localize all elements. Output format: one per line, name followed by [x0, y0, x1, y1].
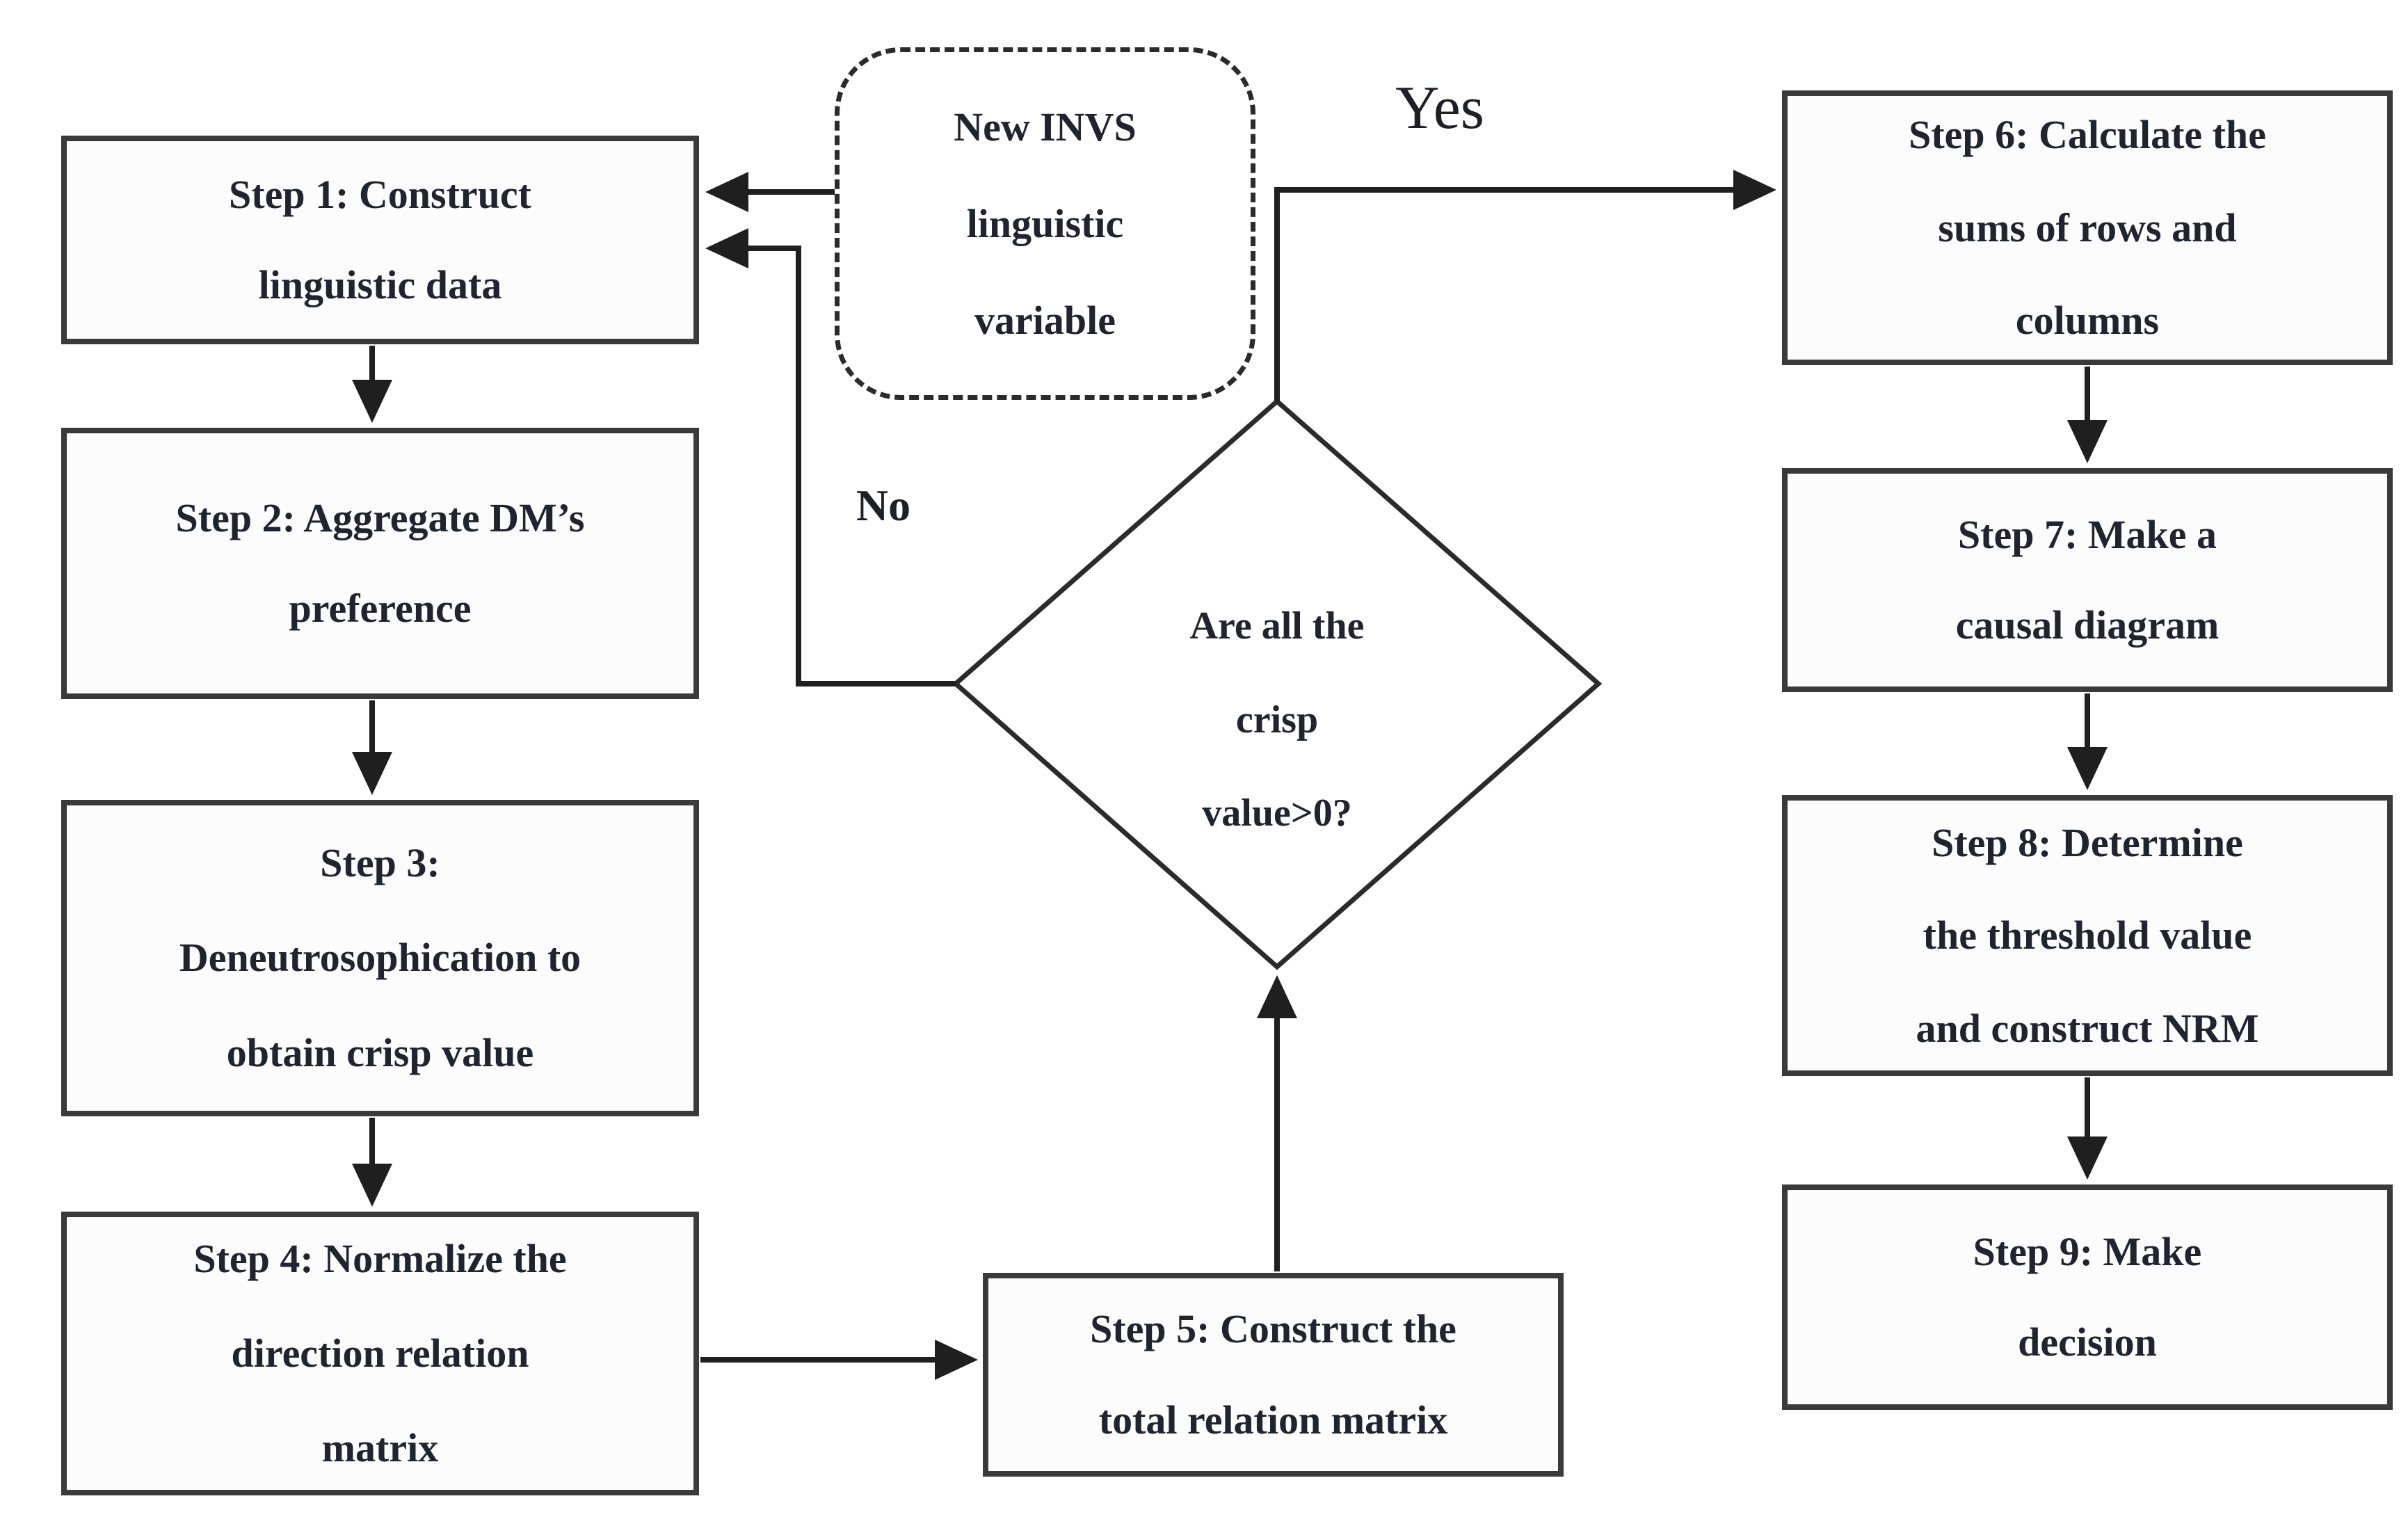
node-step1: Step 1: Construct linguistic data: [61, 136, 699, 344]
node-step7: Step 7: Make a causal diagram: [1782, 468, 2393, 692]
edge-decision-step6-yes: [1274, 170, 1776, 401]
node-step3: Step 3: Deneutrosophication to obtain cr…: [61, 800, 699, 1116]
edge-label-no: No: [856, 481, 911, 530]
node-step8: Step 8: Determine the threshold value an…: [1782, 795, 2393, 1076]
node-step5: Step 5: Construct the total relation mat…: [983, 1273, 1564, 1477]
node-step4: Step 4: Normalize the direction relation…: [61, 1212, 699, 1495]
node-step2: Step 2: Aggregate DM’s preference: [61, 428, 699, 699]
node-step6: Step 6: Calculate the sums of rows and c…: [1782, 90, 2393, 365]
decision-diamond-shape: [952, 398, 1603, 970]
node-step9: Step 9: Make decision: [1782, 1184, 2393, 1410]
edge-label-yes: Yes: [1395, 74, 1485, 142]
edge-decision-step1-no: [705, 228, 956, 686]
node-new-invs-linguistic-variable: New INVS linguistic variable: [835, 47, 1255, 400]
node-decision-label: Are all the crisp value>0?: [1189, 604, 1365, 835]
